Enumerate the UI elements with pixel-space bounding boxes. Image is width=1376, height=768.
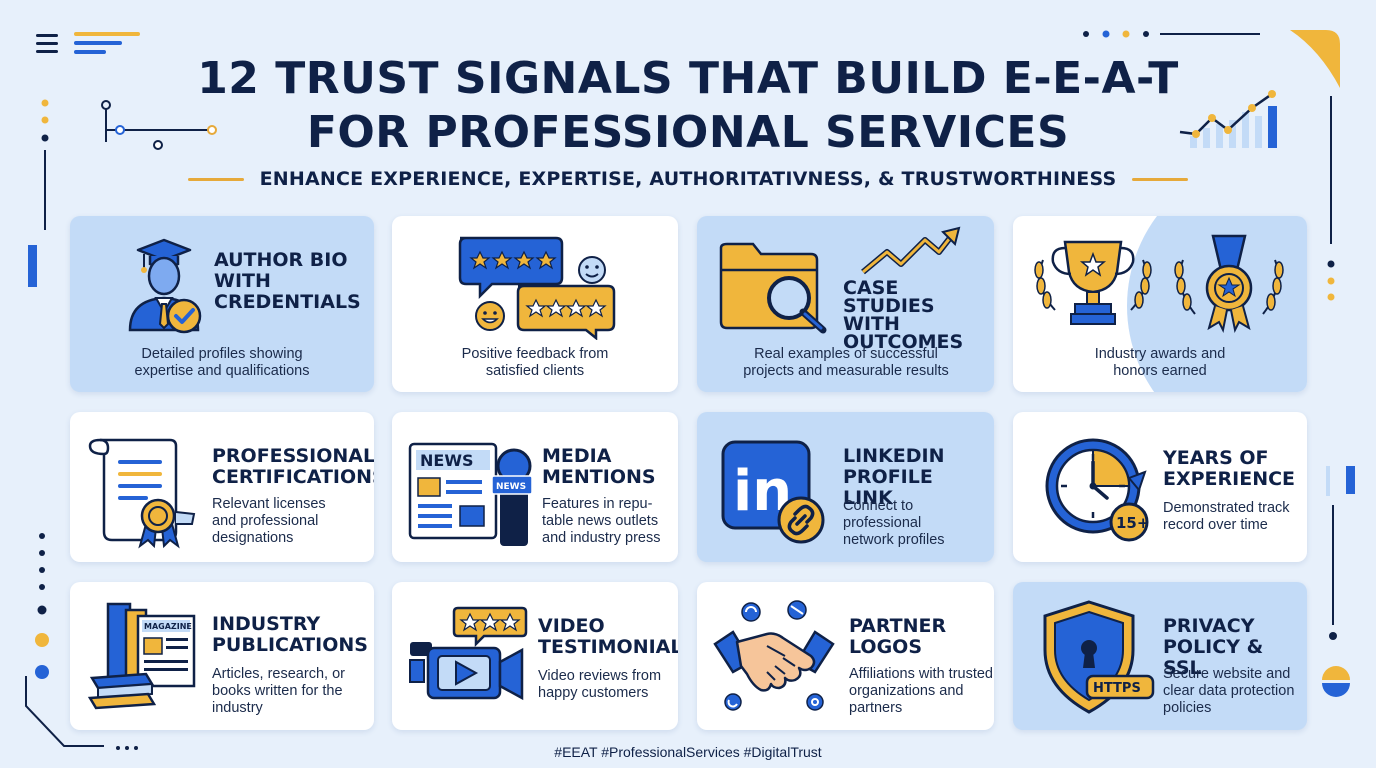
card-professional-certifications: PROFESSIONAL CERTIFICATIONS Relevant lic… xyxy=(70,412,374,562)
card-title: VIDEO TESTIMONIALS xyxy=(538,615,678,658)
clock-15plus-icon: 15+ xyxy=(1045,438,1149,542)
footer-hashtags: #EEAT #ProfessionalServices #DigitalTrus… xyxy=(554,744,822,760)
card-title: LINKEDIN PROFILE LINK xyxy=(843,445,945,509)
news-label: NEWS xyxy=(420,451,474,470)
card-title: PROFESSIONAL CERTIFICATIONS xyxy=(212,445,374,488)
card-title: AUTHOR BIO WITH CREDENTIALS xyxy=(214,249,361,313)
menu-lines-icon xyxy=(36,32,140,54)
card-title: YEARS OF EXPERIENCE xyxy=(1163,447,1296,490)
review-stars-icon xyxy=(458,236,616,340)
card-desc: Industry awards and honors earned xyxy=(1094,346,1226,379)
card-title: PARTNER LOGOS xyxy=(849,615,947,658)
card-case-studies: CASE STUDIES WITH OUTCOMES Real examples… xyxy=(697,216,994,392)
handshake-icon xyxy=(713,600,835,711)
card-industry-publications: MAGAZINE INDUSTRY PUBLICATIONS Articles,… xyxy=(70,582,374,730)
https-badge-text: HTTPS xyxy=(1093,681,1141,696)
card-title: INDUSTRY PUBLICATIONS xyxy=(212,613,368,656)
card-desc: Connect to professional network profiles xyxy=(843,498,945,548)
subtitle-rule-left xyxy=(187,177,244,181)
subtitle-rule-right xyxy=(1132,177,1189,181)
card-desc: Articles, research, or books written for… xyxy=(212,666,345,716)
card-privacy-ssl: HTTPS PRIVACY POLICY & SSL Secure websit… xyxy=(1013,582,1307,730)
card-desc: Demonstrated track record over time xyxy=(1163,500,1290,533)
linkedin-icon: in xyxy=(721,440,825,544)
news-microphone-icon: NEWS NEWS xyxy=(408,442,533,546)
folder-magnifier-icon xyxy=(719,226,961,334)
card-years-experience: 15+ YEARS OF EXPERIENCE Demonstrated tra… xyxy=(1013,412,1307,562)
magazine-label: MAGAZINE xyxy=(144,622,192,631)
card-client-reviews: Positive feedback from satisfied clients xyxy=(392,216,678,392)
subtitle-row: ENHANCE EXPERIENCE, EXPERTISE, AUTHORITA… xyxy=(0,168,1376,190)
card-media-mentions: NEWS NEWS MEDIA MENTIONS Features in rep… xyxy=(392,412,678,562)
card-partner-logos: PARTNER LOGOS Affiliations with trusted … xyxy=(697,582,994,730)
card-desc: Detailed profiles showing expertise and … xyxy=(134,346,310,379)
card-desc: Secure website and clear data protection… xyxy=(1163,666,1295,716)
years-badge-text: 15+ xyxy=(1116,514,1149,532)
page-title: 12 TRUST SIGNALS THAT BUILD E-E-A-T FOR … xyxy=(0,52,1376,160)
card-desc: Positive feedback from satisfied clients xyxy=(461,346,609,379)
card-desc: Affiliations with trusted organizations … xyxy=(849,666,993,716)
graduate-badge-icon xyxy=(128,238,202,334)
page-title-line2: FOR PROFESSIONAL SERVICES xyxy=(306,107,1070,158)
card-desc: Video reviews from happy customers xyxy=(538,668,662,701)
news-small-label: NEWS xyxy=(496,482,526,492)
certificate-icon xyxy=(88,438,196,549)
books-magazine-icon: MAGAZINE xyxy=(87,602,196,710)
card-video-testimonials: VIDEO TESTIMONIALS Video reviews from ha… xyxy=(392,582,678,730)
trophy-medal-icon xyxy=(1034,234,1284,334)
card-title: MEDIA MENTIONS xyxy=(542,445,656,488)
video-camera-icon xyxy=(409,606,528,701)
card-author-bio: AUTHOR BIO WITH CREDENTIALS Detailed pro… xyxy=(70,216,374,392)
card-title: CASE STUDIES WITH OUTCOMES xyxy=(843,277,964,353)
card-desc: Relevant licenses and professional desig… xyxy=(212,496,326,546)
card-title: PRIVACY POLICY & SSL xyxy=(1163,615,1264,679)
card-desc: Real examples of successful projects and… xyxy=(743,346,949,379)
card-linkedin-profile: in LINKEDIN PROFILE LINK Connect to prof… xyxy=(697,412,994,562)
card-industry-awards: Industry awards and honors earned xyxy=(1013,216,1307,392)
shield-lock-icon: HTTPS xyxy=(1043,600,1155,714)
card-desc: Features in repu- table news outlets and… xyxy=(542,496,661,546)
page-title-line1: 12 TRUST SIGNALS THAT BUILD E-E-A-T xyxy=(197,53,1179,104)
page-subtitle: ENHANCE EXPERIENCE, EXPERTISE, AUTHORITA… xyxy=(259,168,1117,190)
